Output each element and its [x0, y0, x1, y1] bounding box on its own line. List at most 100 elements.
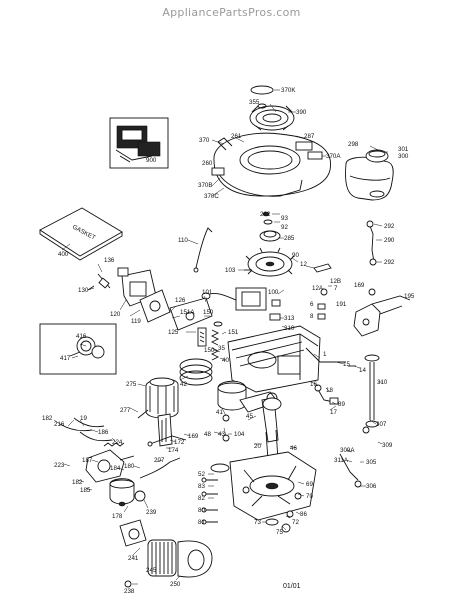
decal-260 [211, 167, 225, 176]
part-label: 126 [175, 297, 186, 304]
part-label: 46 [290, 445, 297, 452]
sump-bolts[interactable] [201, 477, 218, 525]
dipstick-tube[interactable] [364, 354, 380, 428]
part-label: 45 [246, 413, 253, 420]
gasket-52[interactable] [210, 463, 230, 473]
part-label: 169 [188, 433, 199, 440]
fuel-clamp-292b[interactable] [369, 258, 377, 266]
part-41[interactable] [222, 414, 230, 422]
part-label: 93 [281, 215, 288, 222]
part-label: 125 [168, 329, 179, 336]
part-label: 18 [326, 387, 333, 394]
part-label: 101 [202, 289, 213, 296]
part-313[interactable] [271, 299, 281, 307]
part-label: 186 [98, 429, 109, 436]
sump-oil-pan[interactable] [229, 451, 317, 521]
fan-retainer[interactable] [259, 211, 281, 242]
part-label: 12A [312, 285, 324, 292]
oil-fill-tube[interactable] [339, 453, 359, 481]
part-label: 178 [112, 513, 123, 520]
valve-springs[interactable] [210, 321, 223, 361]
part-306[interactable] [354, 480, 362, 488]
muffler-guard[interactable] [157, 413, 173, 447]
dipstick-bracket[interactable] [305, 347, 346, 363]
engine-assembly-inset [109, 117, 169, 169]
part-label: 169 [354, 282, 365, 289]
part-label: 151A [180, 309, 195, 316]
spark-plug[interactable] [87, 273, 111, 291]
part-307[interactable] [362, 426, 370, 434]
air-filter-cover[interactable] [177, 540, 213, 578]
part-label: 370C [204, 193, 219, 200]
wire-end [193, 267, 199, 273]
part-12b[interactable] [320, 288, 328, 296]
part-label: 224 [112, 439, 123, 446]
part-label: 309A [340, 447, 355, 454]
part-6[interactable] [317, 303, 326, 310]
governor-link-207[interactable] [139, 457, 181, 479]
site-watermark: AppliancePartsPros.com [162, 6, 301, 19]
fuel-bowl[interactable] [109, 478, 135, 507]
part-label: 355 [249, 99, 260, 106]
part-label: 90 [292, 252, 299, 259]
recoil-starter[interactable] [249, 85, 295, 131]
gasket-239[interactable] [134, 490, 146, 502]
part-label: 81 [198, 519, 205, 526]
part-label: 42 [180, 381, 187, 388]
part-277[interactable] [137, 409, 149, 419]
part-label: 207 [154, 457, 165, 464]
part-label: 310 [284, 325, 295, 332]
choke-links[interactable] [59, 417, 113, 442]
air-cleaner-adapter[interactable] [119, 519, 147, 547]
part-label: 70 [306, 493, 313, 500]
part-label: 119 [131, 318, 141, 325]
bracket-12[interactable] [313, 263, 332, 273]
part-86[interactable] [286, 510, 294, 518]
fuel-tank[interactable] [345, 149, 394, 201]
part-label: 313 [284, 315, 295, 322]
part-169-top[interactable] [368, 288, 376, 296]
part-label: 100 [268, 289, 279, 296]
blower-housing[interactable] [213, 132, 332, 197]
decal-370a [307, 151, 323, 160]
cylinder-head-area[interactable] [169, 297, 213, 347]
piston[interactable] [217, 380, 247, 411]
part-label: 370A [326, 153, 341, 160]
part-310[interactable] [269, 313, 281, 321]
part-label: 216 [54, 421, 65, 428]
part-label: 191 [336, 301, 347, 308]
part-label: 390 [296, 109, 307, 116]
part-label: 150 [204, 347, 215, 354]
carburetor[interactable] [85, 449, 135, 483]
part-8[interactable] [317, 313, 326, 320]
part-label: 305 [366, 459, 377, 466]
cylinder-block[interactable] [227, 325, 321, 393]
ignition-armature[interactable] [201, 287, 267, 311]
stop-switch-wire[interactable] [195, 227, 213, 269]
part-label: 900 [146, 157, 157, 164]
part-label: 250 [170, 581, 181, 588]
part-label: 417 [60, 355, 71, 362]
fuel-clamp-292a[interactable] [366, 220, 374, 228]
part-label: 43 [218, 431, 225, 438]
fuel-line[interactable] [369, 225, 375, 263]
air-filter-element[interactable] [147, 539, 177, 577]
muffler[interactable] [145, 377, 179, 419]
governor-spring[interactable] [103, 442, 125, 447]
part-label: 239 [146, 509, 157, 516]
flywheel[interactable] [245, 247, 295, 277]
part-73[interactable] [265, 518, 279, 526]
part-label: 309 [382, 442, 393, 449]
part-label: 6 [310, 301, 314, 308]
part-label: 370K [281, 87, 296, 94]
part-label: 12 [300, 261, 307, 268]
throttle-linkage[interactable] [314, 384, 339, 405]
bracket-169-174[interactable] [147, 435, 187, 447]
part-label: 277 [120, 407, 131, 414]
piston-rings[interactable] [179, 358, 213, 386]
part-label: 287 [304, 133, 315, 140]
part-labels: 370K 355 390 370 261 287 370A 260 370B 3… [42, 87, 415, 595]
screw-238[interactable] [124, 580, 132, 588]
part-72[interactable] [281, 523, 291, 533]
governor-linkage[interactable] [353, 295, 411, 337]
